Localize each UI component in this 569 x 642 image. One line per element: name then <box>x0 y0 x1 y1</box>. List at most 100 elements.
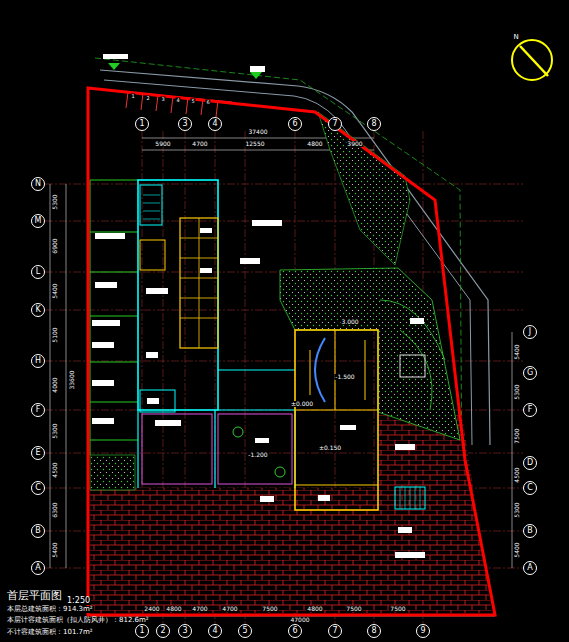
small-label: 4 <box>175 98 180 103</box>
axis-bubble: 4 <box>208 117 222 131</box>
small-label: N <box>512 34 519 41</box>
axis-bubble: B <box>31 524 45 538</box>
axis-label: G <box>527 369 533 377</box>
axis-bubble: C <box>31 481 45 495</box>
room-wall <box>180 218 218 348</box>
dimension-text: 5300 <box>514 501 520 518</box>
landscape <box>280 268 460 440</box>
small-label: 5 <box>190 99 195 104</box>
grid-line <box>45 361 523 362</box>
axis-bubble: 2 <box>156 624 170 638</box>
elevation-mark: 3.000 <box>340 319 359 325</box>
axis-bubble: 8 <box>367 624 381 638</box>
dimension-line <box>512 332 513 568</box>
axis-label: C <box>527 484 533 492</box>
dimension-text: 4000 <box>52 376 58 393</box>
dimension-text: 4700 <box>191 606 208 612</box>
dimension-text: 4800 <box>165 606 182 612</box>
parking-stall <box>125 92 232 117</box>
tree <box>233 427 243 437</box>
feature <box>400 355 425 377</box>
axis-label: F <box>528 406 533 414</box>
axis-bubble: 6 <box>288 117 302 131</box>
elevation-mark: ±0.150 <box>318 445 342 451</box>
dimension-text: 37400 <box>247 129 268 135</box>
dimension-text: 5900 <box>154 141 171 147</box>
axis-label: 6 <box>292 627 297 635</box>
axis-label: B <box>527 527 533 535</box>
area-note: 不计容建筑面积：101.7m² <box>6 629 94 636</box>
dimension-line <box>50 184 51 568</box>
axis-label: 5 <box>242 627 247 635</box>
room-wall <box>90 180 138 455</box>
axis-bubble: 9 <box>416 624 430 638</box>
dimension-text: 5400 <box>52 282 58 299</box>
room-wall <box>142 414 212 484</box>
room-wall <box>180 218 218 348</box>
axis-bubble: 8 <box>367 117 381 131</box>
entry-arrow <box>108 63 120 70</box>
area-note: 本层计容建筑面积（扣人防风井）：812.6m² <box>6 617 150 624</box>
axis-label: 6 <box>292 120 297 128</box>
dimension-text: 5300 <box>514 383 520 400</box>
elevation-mark: ±0.000 <box>290 401 314 407</box>
axis-bubble: 1 <box>135 624 149 638</box>
small-label: 6 <box>205 100 210 105</box>
dimension-text: 4700 <box>221 606 238 612</box>
dimension-text: 3900 <box>346 141 363 147</box>
axis-bubble: 5 <box>238 624 252 638</box>
axis-bubble: A <box>31 561 45 575</box>
landscape <box>318 112 410 265</box>
axis-bubble: J <box>523 325 537 339</box>
axis-bubble: A <box>523 561 537 575</box>
axis-label: 2 <box>160 627 165 635</box>
landscape <box>90 455 135 490</box>
axis-label: 1 <box>139 627 144 635</box>
tree <box>275 467 285 477</box>
axis-bubble: D <box>523 456 537 470</box>
dimension-text: 5100 <box>52 326 58 343</box>
axis-bubble: H <box>31 354 45 368</box>
ramp <box>315 338 325 402</box>
axis-bubble: 1 <box>135 117 149 131</box>
area-note: 1:250 <box>66 597 91 605</box>
elevation-mark: -1.500 <box>334 374 355 380</box>
dimension-text: 5300 <box>52 193 58 210</box>
dimension-text: 4700 <box>191 141 208 147</box>
dimension-text: 5400 <box>514 541 520 558</box>
axis-label: A <box>35 564 40 572</box>
dimension-text: 47000 <box>289 617 310 623</box>
stair-tread <box>400 487 420 509</box>
axis-bubble: 7 <box>328 624 342 638</box>
dimension-text: 4800 <box>306 606 323 612</box>
axis-bubble: F <box>31 403 45 417</box>
room-wall <box>218 414 292 484</box>
axis-label: 3 <box>182 627 187 635</box>
grid-line <box>45 221 523 222</box>
axis-label: 8 <box>371 627 376 635</box>
north-arrow <box>512 40 552 80</box>
dimension-text: 33600 <box>69 369 75 390</box>
axis-bubble: N <box>31 177 45 191</box>
axis-label: C <box>35 484 41 492</box>
small-label: 3 <box>160 97 165 102</box>
dimension-line <box>66 184 67 568</box>
axis-bubble: K <box>31 303 45 317</box>
dimension-text: 5400 <box>52 541 58 558</box>
axis-label: 9 <box>420 627 425 635</box>
axis-label: L <box>36 268 40 276</box>
stair-tread <box>143 195 160 219</box>
axis-bubble: L <box>31 265 45 279</box>
building-wall <box>138 180 218 410</box>
axis-label: F <box>36 406 41 414</box>
axis-bubble: 3 <box>178 117 192 131</box>
dimension-text: 5400 <box>514 343 520 360</box>
entry-arrow <box>250 72 262 79</box>
dimension-text: 7500 <box>261 606 278 612</box>
landscape-path <box>380 300 445 410</box>
paving-hatch <box>90 415 492 613</box>
property-line <box>88 88 495 615</box>
elevation-mark: -1.200 <box>247 452 268 458</box>
